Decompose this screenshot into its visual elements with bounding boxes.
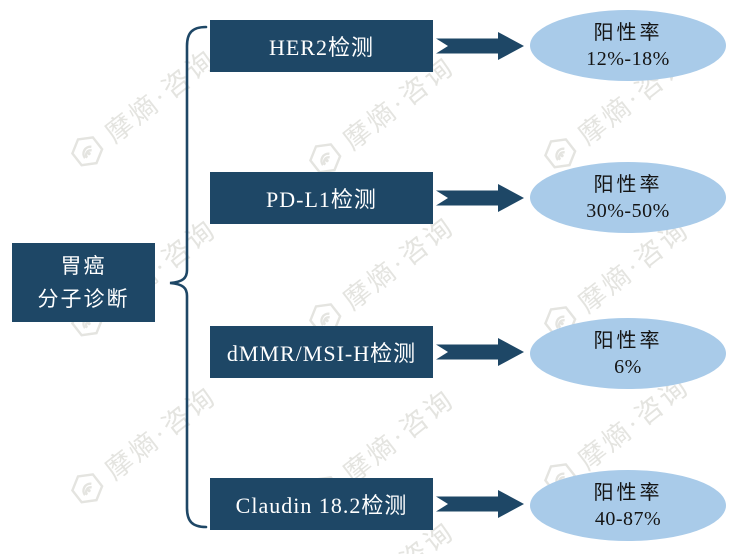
result-ellipse-pdl1: 阳性率 30%-50% [530,162,726,233]
result-ellipse-dmmr-msih: 阳性率 6% [530,318,726,389]
test-box-label: dMMR/MSI-H检测 [226,341,417,366]
result-rate-value: 40-87% [594,507,662,530]
test-box-claudin182: Claudin 18.2检测 [210,478,433,530]
test-box-pdl1: PD-L1检测 [210,172,433,224]
test-box-her2: HER2检测 [210,20,433,72]
arrow-right-icon [436,338,524,366]
root-node-line1: 胃癌 [60,253,107,278]
result-rate-label: 阳性率 [593,21,663,44]
result-rate-label: 阳性率 [593,481,663,504]
test-box-label: HER2检测 [268,35,374,60]
result-ellipse-claudin182: 阳性率 40-87% [530,470,726,541]
test-box-dmmr-msih: dMMR/MSI-H检测 [210,326,433,378]
result-rate-label: 阳性率 [593,173,663,196]
result-rate-label: 阳性率 [593,329,663,352]
result-rate-value: 12%-18% [586,47,670,70]
result-ellipse-her2: 阳性率 12%-18% [530,10,726,81]
arrow-right-icon [436,32,524,60]
test-box-label: Claudin 18.2检测 [235,493,408,518]
result-rate-value: 6% [614,355,642,378]
result-rate-value: 30%-50% [586,199,670,222]
arrow-right-icon [436,490,524,518]
test-box-label: PD-L1检测 [266,187,377,212]
arrow-right-icon [436,184,524,212]
